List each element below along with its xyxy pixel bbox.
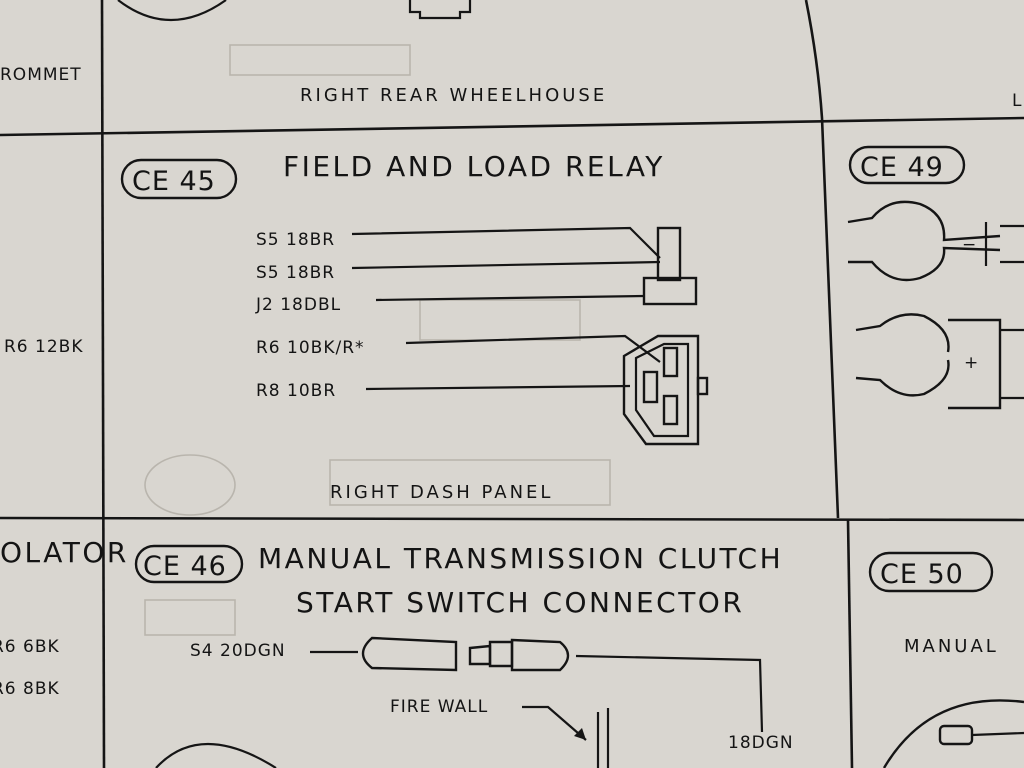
r6-6bk-label: R6 6BK: [0, 637, 60, 657]
relay-spade-terminal: [642, 226, 698, 306]
ce45-wire-5: R8 10BR: [256, 381, 336, 401]
r6-8bk-label: R6 8BK: [0, 679, 60, 699]
firewall-leader: [522, 705, 587, 741]
r6-12bk-label: R6 12BK: [4, 337, 83, 357]
ce45-wire-4: R6 10BK/R*: [256, 338, 365, 358]
right-rear-wheelhouse-caption: RIGHT REAR WHEELHOUSE: [300, 85, 607, 106]
ce45-code: CE 45: [132, 166, 216, 197]
ce50-label: MANUAL: [904, 636, 999, 657]
ce45-cell: CE 45 FIELD AND LOAD RELAY S5 18BR S5 18…: [120, 150, 709, 503]
ce46-code: CE 46: [143, 551, 227, 582]
partial-connector-top: [408, 0, 472, 20]
ce46-title-line2: START SWITCH CONNECTOR: [296, 586, 744, 619]
ce45-lead-2: [351, 260, 661, 270]
ce49-code: CE 49: [860, 152, 944, 183]
ce45-title: FIELD AND LOAD RELAY: [283, 150, 665, 183]
ce46-title-line1: MANUAL TRANSMISSION CLUTCH: [258, 542, 783, 575]
ce46-cell: CE 46 MANUAL TRANSMISSION CLUTCH START S…: [134, 542, 794, 768]
ce49-minus-sign: −: [962, 235, 977, 255]
top-right-partial-letter: L: [1012, 91, 1022, 111]
ce45-code-oval: [120, 158, 238, 200]
firewall-label: FIRE WALL: [390, 697, 488, 717]
clutch-switch-connector: [361, 636, 764, 733]
ce45-lead-5: [365, 384, 631, 391]
ce50-code-oval: [868, 551, 994, 593]
ce46-wire-right: 18DGN: [728, 733, 794, 753]
relay-connector-block: [622, 334, 709, 446]
left-column: R6 12BK OLATOR R6 6BK R6 8BK: [0, 337, 129, 699]
ce50-cell: CE 50 MANUAL: [868, 551, 1024, 768]
ce46-wire-left: S4 20DGN: [190, 641, 286, 661]
ce46-code-oval: [134, 544, 244, 584]
ce45-location: RIGHT DASH PANEL: [330, 482, 553, 503]
ce50-switch-body: [882, 699, 1024, 768]
firewall-arrow-head: [574, 728, 586, 740]
ce50-plug: [938, 724, 974, 746]
ce45-lead-1: [351, 226, 661, 259]
battery-ring-terminal-negative: [847, 200, 1024, 282]
ce45-wire-3: J2 18DBL: [255, 295, 341, 315]
grommet-label: ROMMET: [0, 65, 82, 85]
ce50-wire: [971, 731, 1024, 737]
isolator-partial-title: OLATOR: [0, 536, 129, 569]
ce49-cell: CE 49 − +: [847, 145, 1024, 410]
ce45-lead-4: [405, 334, 661, 363]
top-cell: ROMMET RIGHT REAR WHEELHOUSE L: [0, 0, 1022, 111]
ce49-plus-sign: +: [964, 353, 979, 373]
partial-circle-bottom-left: [155, 742, 277, 768]
ce45-wire-2: S5 18BR: [256, 263, 335, 283]
ce45-lead-3: [375, 294, 645, 302]
battery-ring-terminal-positive: [855, 313, 1024, 410]
ce49-code-oval: [848, 145, 966, 185]
partial-circle-top-left: [117, 0, 227, 22]
ce50-code: CE 50: [880, 559, 964, 590]
ce45-wire-1: S5 18BR: [256, 230, 335, 250]
